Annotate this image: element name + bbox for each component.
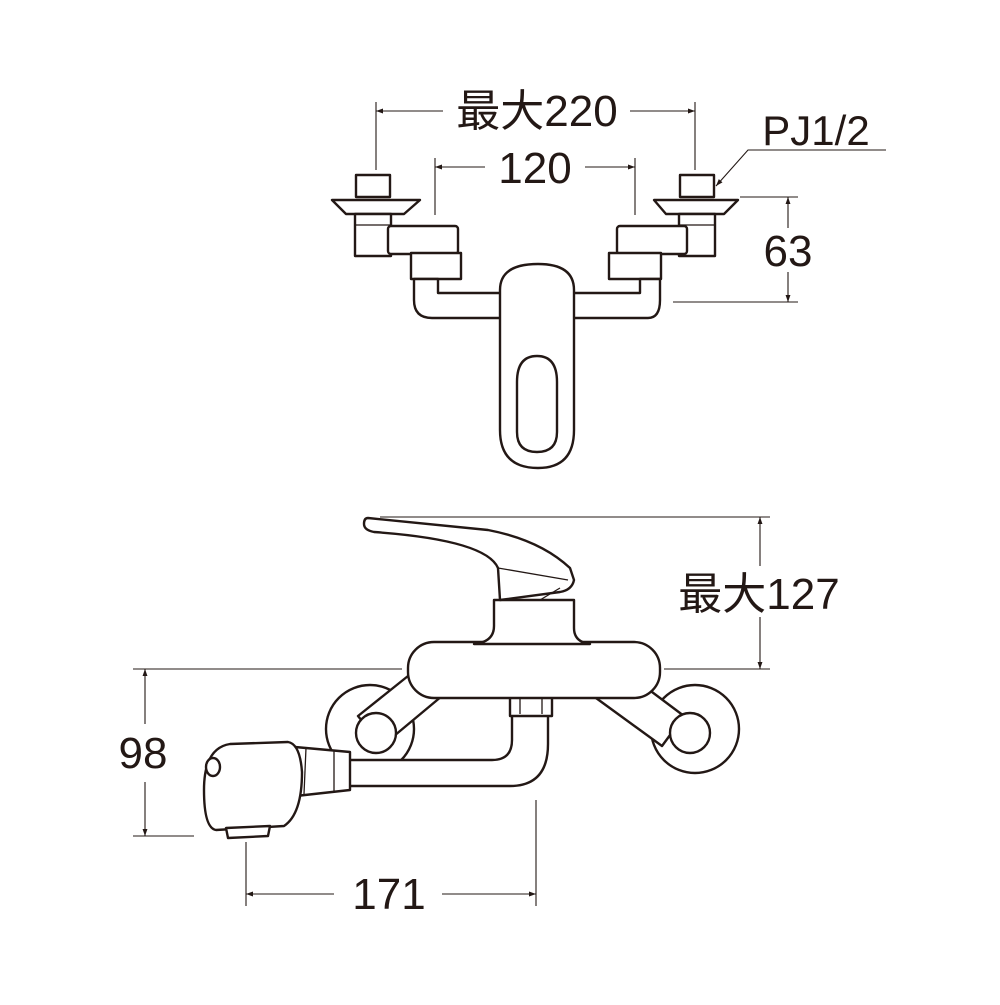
top-view bbox=[330, 173, 740, 470]
right-connector bbox=[607, 173, 740, 281]
spray-head bbox=[202, 740, 352, 840]
side-view bbox=[202, 516, 741, 840]
side-lever bbox=[362, 516, 576, 602]
label-depth: 63 bbox=[764, 227, 813, 276]
label-center-spacing: 120 bbox=[498, 144, 571, 193]
label-spout-height: 98 bbox=[119, 729, 168, 778]
dimension-labels: 最大220 120 PJ1/2 63 最大127 98 171 bbox=[119, 87, 870, 919]
top-lever-slot bbox=[515, 354, 559, 454]
right-nut bbox=[668, 711, 712, 755]
label-spout-reach: 171 bbox=[352, 870, 425, 919]
label-max-height: 最大127 bbox=[678, 570, 839, 619]
spout-pipe bbox=[346, 706, 550, 788]
left-nut bbox=[354, 711, 398, 755]
left-connector bbox=[330, 173, 463, 281]
dimension-lines bbox=[133, 102, 886, 906]
cartridge-column bbox=[472, 598, 592, 646]
side-body bbox=[406, 640, 662, 700]
label-max-width: 最大220 bbox=[456, 87, 617, 136]
label-thread: PJ1/2 bbox=[762, 107, 869, 154]
